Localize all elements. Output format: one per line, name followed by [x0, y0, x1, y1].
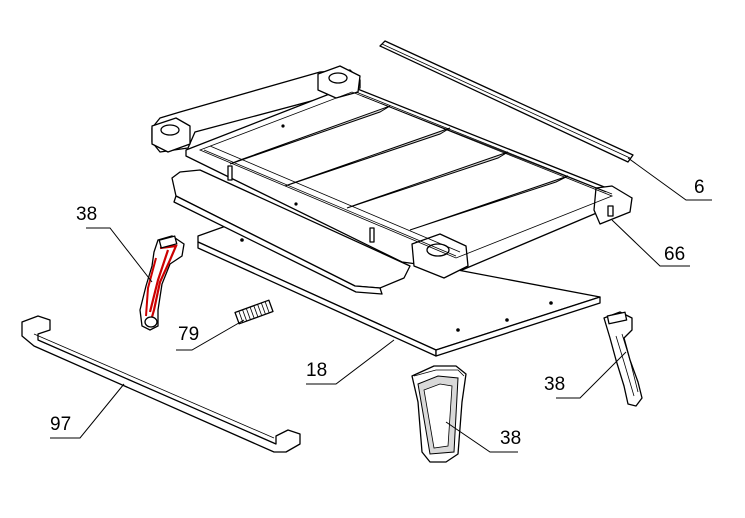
label-bracket-97: 97: [50, 414, 71, 435]
tray-frame-part-66: [151, 65, 633, 295]
label-left-leg-holder-38: 38: [76, 204, 97, 225]
label-spring-79: 79: [178, 324, 199, 345]
bracket-part-97: [21, 315, 301, 453]
rod-part-6: [379, 40, 634, 163]
label-base-plate-18: 18: [306, 360, 327, 381]
label-tray-frame-66: 66: [664, 244, 685, 265]
label-right-leg-holder-38: 38: [544, 374, 565, 395]
left-leg-holder-part-38: [139, 235, 185, 331]
front-leg-part-38: [411, 365, 467, 463]
leader-lines: [50, 157, 712, 453]
label-rod-6: 6: [694, 177, 705, 198]
spring-part-79: [234, 299, 274, 325]
right-leg-holder-part-38: [603, 311, 643, 407]
label-front-leg-38: 38: [500, 428, 521, 449]
